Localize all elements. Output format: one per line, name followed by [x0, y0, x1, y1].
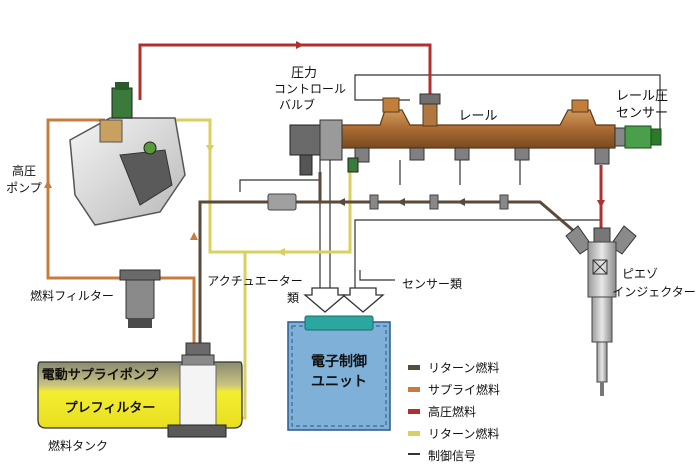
legend-swatch — [408, 409, 420, 414]
legend-label: 高圧燃料 — [428, 404, 476, 419]
label-fuel-tank: 燃料タンク — [48, 438, 108, 453]
hp-arrow-down — [597, 200, 605, 208]
return-fittings — [267, 193, 509, 211]
label-hp-pump-2: ポンプ — [6, 181, 42, 195]
label-piezo-1: ピエゾ — [622, 267, 658, 281]
yellow-arrow-2 — [277, 248, 285, 256]
legend-swatch — [408, 453, 420, 455]
supply-lines — [46, 118, 196, 345]
control-signal-lines — [239, 74, 661, 300]
pressure-control-valve — [289, 119, 343, 176]
high-pressure-lines — [138, 43, 603, 228]
legend-label: リターン燃料 — [428, 360, 499, 375]
label-ecu-2: ユニット — [311, 374, 367, 390]
label-pressure-valve-2: コントロール — [274, 82, 346, 96]
label-sensors: センサー類 — [402, 277, 462, 291]
ecu-input-arrows — [303, 287, 385, 313]
supply-arrow-2 — [190, 232, 198, 240]
legend-label: サプライ燃料 — [428, 382, 500, 397]
piezo-injector — [565, 225, 637, 396]
label-rail-sensor-2: センサー — [616, 106, 668, 121]
label-rail: レール — [458, 109, 497, 124]
high-pressure-pump — [69, 82, 186, 226]
legend-label: リターン燃料 — [428, 426, 499, 441]
label-rail-sensor-1: レール圧 — [616, 89, 668, 104]
label-prefilter: プレフィルター — [65, 401, 156, 416]
legend-label: 制御信号 — [428, 448, 476, 463]
rail-pressure-sensor — [614, 125, 662, 149]
supply-pump-unit — [167, 342, 227, 438]
return-dark-lines — [198, 172, 576, 345]
electronic-control-unit — [287, 315, 391, 431]
supply-arrow-1 — [44, 180, 52, 188]
label-supply-pump: 電動サプライポンプ — [42, 367, 160, 383]
label-pressure-valve-1: 圧力 — [291, 66, 317, 81]
label-pressure-valve-3: バルブ — [279, 97, 315, 112]
label-actuators-2: 類 — [287, 291, 299, 305]
label-piezo-2: インジェクター — [612, 285, 696, 299]
legend-swatch — [408, 387, 420, 392]
return-dark-arrows — [337, 198, 465, 206]
label-ecu-1: 電子制御 — [311, 353, 367, 370]
label-actuators-1: アクチュエーター — [207, 274, 302, 288]
hp-arrow — [296, 41, 304, 49]
label-hp-pump-1: 高圧 — [12, 163, 36, 178]
label-fuel-filter: 燃料フィルター — [30, 288, 114, 303]
fuel-filter — [119, 269, 161, 328]
common-rail — [339, 93, 616, 173]
legend-swatch — [408, 431, 420, 436]
yellow-arrow-1 — [206, 145, 214, 153]
legend-swatch — [408, 365, 420, 370]
